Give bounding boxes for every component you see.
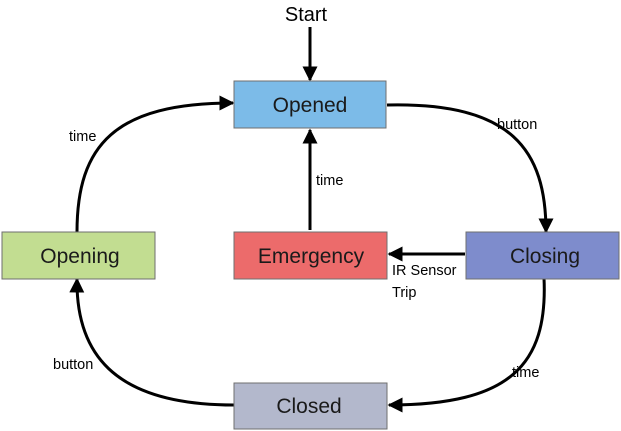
state-closed-box [233, 382, 388, 430]
state-opened: Opened [233, 80, 387, 129]
state-opened-box [233, 80, 387, 129]
state-closing-label: Closing [510, 245, 580, 268]
state-opening-label: Opening [40, 245, 119, 268]
edge-label-opening-to-opened: time [69, 129, 96, 145]
state-closed: Closed [233, 382, 388, 430]
state-closed-label: Closed [276, 395, 341, 418]
edge-opened-to-closing [386, 103, 554, 234]
state-opening: Opening [1, 231, 156, 280]
state-opening-box [1, 231, 156, 280]
edge-opening-to-opened [75, 95, 235, 233]
edge-label-opened-to-closing: button [497, 117, 537, 133]
edge-label-closing-to-emergency-line1: IR Sensor [392, 263, 457, 279]
state-emergency-label: Emergency [258, 245, 365, 268]
state-emergency-box [233, 231, 388, 280]
state-opened-label: Opened [273, 94, 348, 117]
state-closing: Closing [465, 231, 620, 280]
edge-label-closed-to-opening: button [53, 357, 93, 373]
edge-closed-to-opening [69, 277, 235, 407]
edge-label-closing-to-closed: time [512, 365, 539, 381]
edge-label-emergency-to-opened: time [316, 173, 343, 189]
state-emergency: Emergency [233, 231, 388, 280]
edge-label-closing-to-emergency-line2: Trip [392, 285, 416, 301]
edge-closing-to-closed [387, 277, 546, 413]
state-closing-box [465, 231, 620, 280]
start-label: Start [285, 4, 328, 26]
